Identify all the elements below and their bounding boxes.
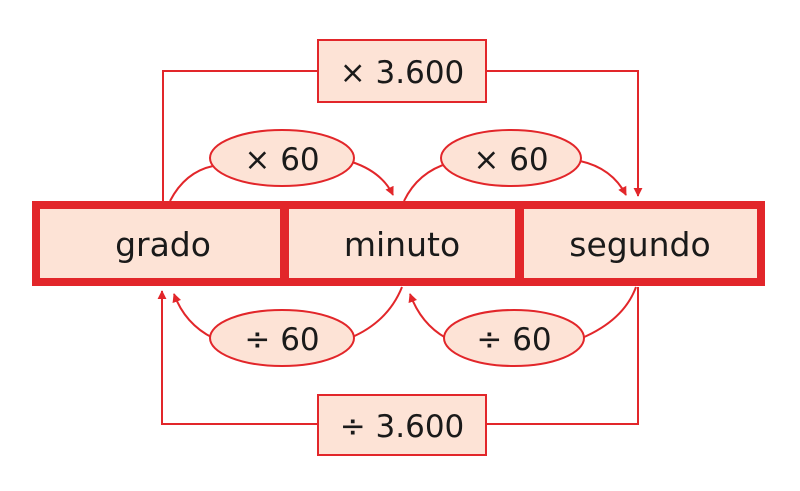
unit-label-segundo: segundo (569, 225, 710, 264)
svg-text:÷ 3.600: ÷ 3.600 (340, 409, 465, 445)
unit-bar: grado minuto segundo (32, 201, 765, 286)
arc-minuto-to-grado (172, 286, 403, 339)
unit-box-minuto (289, 209, 515, 278)
svg-text:× 3.600: × 3.600 (340, 55, 465, 91)
unit-label-grado: grado (115, 225, 211, 264)
operation-multiply-60-left: × 60 (209, 129, 355, 187)
unit-label-minuto: minuto (344, 225, 460, 264)
svg-text:× 60: × 60 (244, 142, 319, 178)
arc-grado-to-minuto (169, 161, 394, 202)
operation-divide-60-right: ÷ 60 (443, 309, 585, 367)
svg-text:÷ 60: ÷ 60 (476, 322, 551, 358)
unit-box-segundo (524, 209, 757, 278)
unit-box-grado (40, 209, 280, 278)
svg-text:× 60: × 60 (473, 142, 548, 178)
long-connector-bottom (157, 287, 639, 425)
operation-divide-3600: ÷ 3.600 (317, 394, 487, 456)
arc-segundo-to-minuto (408, 286, 637, 339)
svg-text:÷ 60: ÷ 60 (244, 322, 319, 358)
operation-multiply-60-right: × 60 (440, 129, 582, 187)
operation-multiply-3600: × 3.600 (317, 39, 487, 103)
operation-divide-60-left: ÷ 60 (209, 309, 355, 367)
long-connector-top (162, 70, 643, 201)
